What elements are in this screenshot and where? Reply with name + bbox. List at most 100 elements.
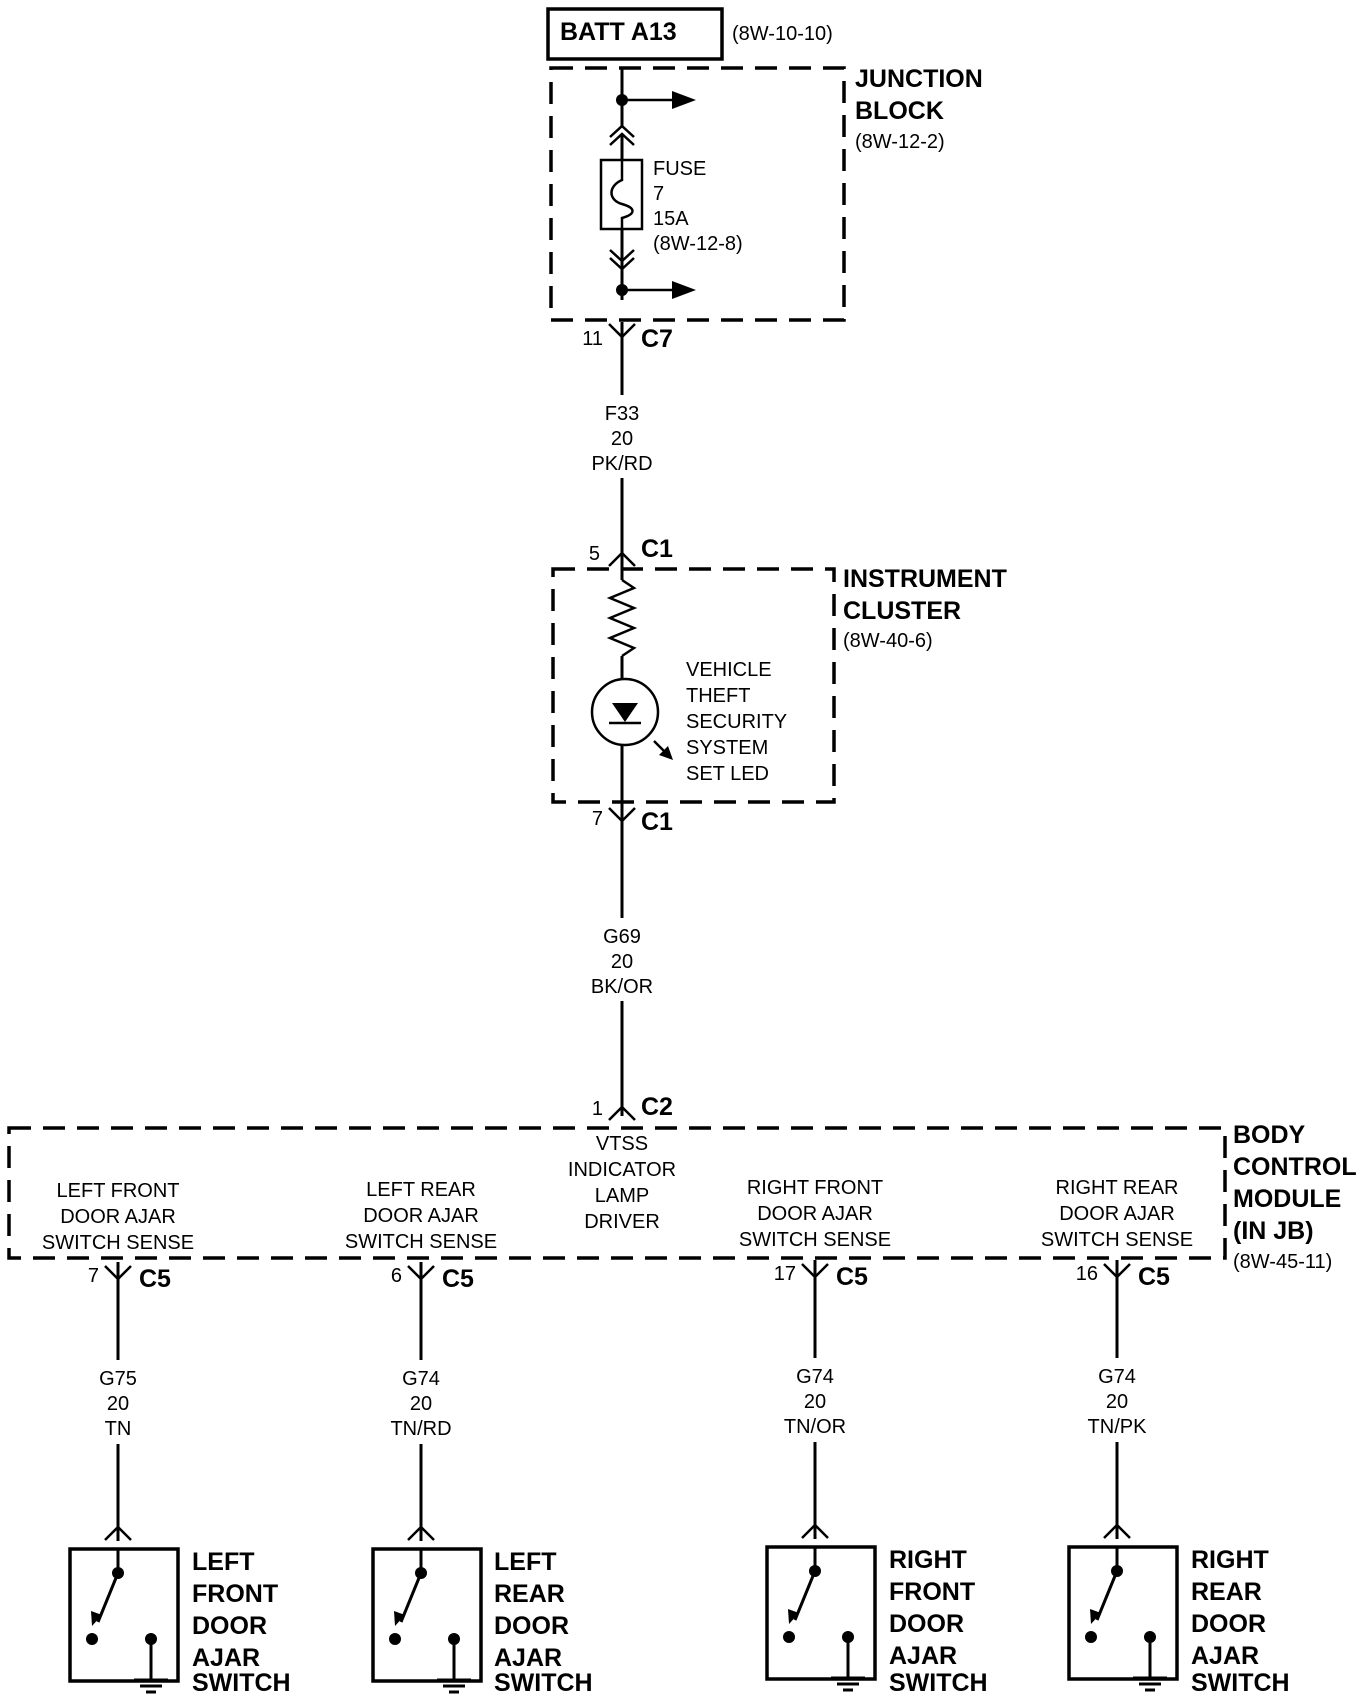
sense-label-line-1: LEFT FRONT	[57, 1180, 180, 1202]
wire-g69-line-1: G69	[603, 926, 641, 948]
c1-in-pin: 5	[589, 543, 600, 565]
wire-line-2: 20	[804, 1391, 826, 1413]
switch-label-line-2: FRONT	[192, 1580, 278, 1608]
ground-icon	[1133, 1676, 1167, 1692]
door-switch-icon	[389, 1549, 460, 1680]
c2-pin: 1	[592, 1098, 603, 1120]
switch-label-line-4: AJAR	[1191, 1642, 1259, 1670]
arrow-right-icon	[672, 281, 696, 299]
door-ajar-switch-box	[765, 1545, 877, 1681]
instrument-cluster-outline	[551, 567, 836, 804]
sense-label-line-2: DOOR AJAR	[363, 1205, 479, 1227]
ground-icon	[437, 1678, 471, 1694]
connector-c1-in-icon	[608, 551, 636, 567]
c1-out-name: C1	[641, 808, 673, 836]
sense-label-line-2: DOOR AJAR	[60, 1206, 176, 1228]
c5-name: C5	[139, 1265, 171, 1293]
led-icon	[590, 677, 673, 760]
instrument-cluster: INSTRUMENT CLUSTER (8W-40-6) VEHICLE THE…	[551, 556, 1007, 804]
door-ajar-switch-box	[68, 1547, 180, 1683]
switch-label-line-5: SWITCH	[1191, 1669, 1290, 1694]
branch-left-rear: LEFT REAR DOOR AJAR SWITCH SENSE 6 C5 G7…	[345, 1179, 593, 1694]
switch-connector-icon	[1103, 1523, 1131, 1539]
wire-line-2: 20	[410, 1393, 432, 1415]
wire-f33-line-1: F33	[605, 403, 639, 425]
sense-label-line-1: LEFT REAR	[366, 1179, 476, 1201]
bcm-name-line-2: CONTROL	[1233, 1153, 1357, 1181]
switch-label-line-5: SWITCH	[889, 1669, 988, 1694]
driver-line-2: INDICATOR	[568, 1159, 676, 1181]
switch-label-line-2: FRONT	[889, 1578, 975, 1606]
switch-label-line-3: DOOR	[1191, 1610, 1266, 1638]
door-switch-icon	[1085, 1547, 1156, 1678]
wire-line-3: TN	[105, 1418, 132, 1440]
led-label-line-4: SYSTEM	[686, 737, 768, 759]
switch-label-line-3: DOOR	[494, 1612, 569, 1640]
switch-label-line-5: SWITCH	[192, 1669, 291, 1694]
c5-pin: 17	[774, 1263, 796, 1285]
sense-label-line-3: SWITCH SENSE	[42, 1232, 194, 1254]
driver-line-4: DRIVER	[584, 1211, 660, 1233]
wire-line-3: TN/OR	[784, 1416, 846, 1438]
switch-label-line-4: AJAR	[494, 1644, 562, 1672]
switch-label-line-2: REAR	[1191, 1578, 1262, 1606]
fuse-line-4: (8W-12-8)	[653, 233, 743, 255]
switch-label-line-1: LEFT	[494, 1548, 557, 1576]
junction-block-outline	[549, 66, 846, 322]
bcm-outline	[7, 1126, 1227, 1260]
led-label-line-5: SET LED	[686, 763, 769, 785]
sense-label-line-2: DOOR AJAR	[757, 1203, 873, 1225]
wire-g69-line-2: 20	[611, 951, 633, 973]
wire-line-2: 20	[107, 1393, 129, 1415]
c5-name: C5	[1138, 1263, 1170, 1291]
fuse-line-3: 15A	[653, 208, 689, 230]
c5-name: C5	[442, 1265, 474, 1293]
fuse-line-2: 7	[653, 183, 664, 205]
body-control-module: BODY CONTROL MODULE (IN JB) (8W-45-11) V…	[7, 1121, 1357, 1273]
led-label-line-1: VEHICLE	[686, 659, 772, 681]
switch-connector-icon	[104, 1525, 132, 1541]
fuse-line-1: FUSE	[653, 158, 706, 180]
switch-connector-icon	[801, 1523, 829, 1539]
junction-block-name-line-2: BLOCK	[855, 97, 944, 125]
junction-block: JUNCTION BLOCK (8W-12-2) FUSE 7 15A (8W-…	[549, 65, 983, 322]
battery-ref: (8W-10-10)	[732, 23, 833, 45]
resistor-icon	[606, 578, 638, 658]
switch-label-line-4: AJAR	[192, 1644, 260, 1672]
wire-line-2: 20	[1106, 1391, 1128, 1413]
instrument-cluster-name-line-1: INSTRUMENT	[843, 565, 1007, 593]
c5-pin: 16	[1076, 1263, 1098, 1285]
c7-name: C7	[641, 325, 673, 353]
switch-label-line-4: AJAR	[889, 1642, 957, 1670]
wire-line-3: TN/PK	[1088, 1416, 1148, 1438]
wire-line-3: TN/RD	[390, 1418, 451, 1440]
sense-label-line-3: SWITCH SENSE	[739, 1229, 891, 1251]
sense-label-line-3: SWITCH SENSE	[345, 1231, 497, 1253]
bcm-name-line-1: BODY	[1233, 1121, 1306, 1149]
switch-label-line-3: DOOR	[192, 1612, 267, 1640]
instrument-cluster-name-line-2: CLUSTER	[843, 597, 961, 625]
junction-block-ref: (8W-12-2)	[855, 131, 945, 153]
branch-left-front: LEFT FRONT DOOR AJAR SWITCH SENSE 7 C5 G…	[42, 1180, 291, 1694]
c2-name: C2	[641, 1093, 673, 1121]
door-switch-icon	[86, 1549, 157, 1680]
battery-box	[546, 7, 724, 61]
led-label-line-2: THEFT	[686, 685, 750, 707]
driver-line-3: LAMP	[595, 1185, 649, 1207]
sense-label-line-3: SWITCH SENSE	[1041, 1229, 1193, 1251]
switch-label-line-2: REAR	[494, 1580, 565, 1608]
bcm-name-line-4: (IN JB)	[1233, 1217, 1314, 1245]
sense-label-line-1: RIGHT REAR	[1056, 1177, 1179, 1199]
wire-f33-line-2: 20	[611, 428, 633, 450]
switch-label-line-1: RIGHT	[889, 1546, 967, 1574]
wire-line-1: G75	[99, 1368, 137, 1390]
wire-line-1: G74	[402, 1368, 440, 1390]
door-ajar-switch-box	[1067, 1545, 1179, 1681]
battery-label: BATT A13	[560, 18, 677, 46]
c5-pin: 7	[88, 1265, 99, 1287]
bcm-ref: (8W-45-11)	[1233, 1251, 1332, 1273]
wire-line-1: G74	[1098, 1366, 1136, 1388]
branch-right-front: RIGHT FRONT DOOR AJAR SWITCH SENSE 17 C5…	[739, 1177, 988, 1694]
c5-name: C5	[836, 1263, 868, 1291]
